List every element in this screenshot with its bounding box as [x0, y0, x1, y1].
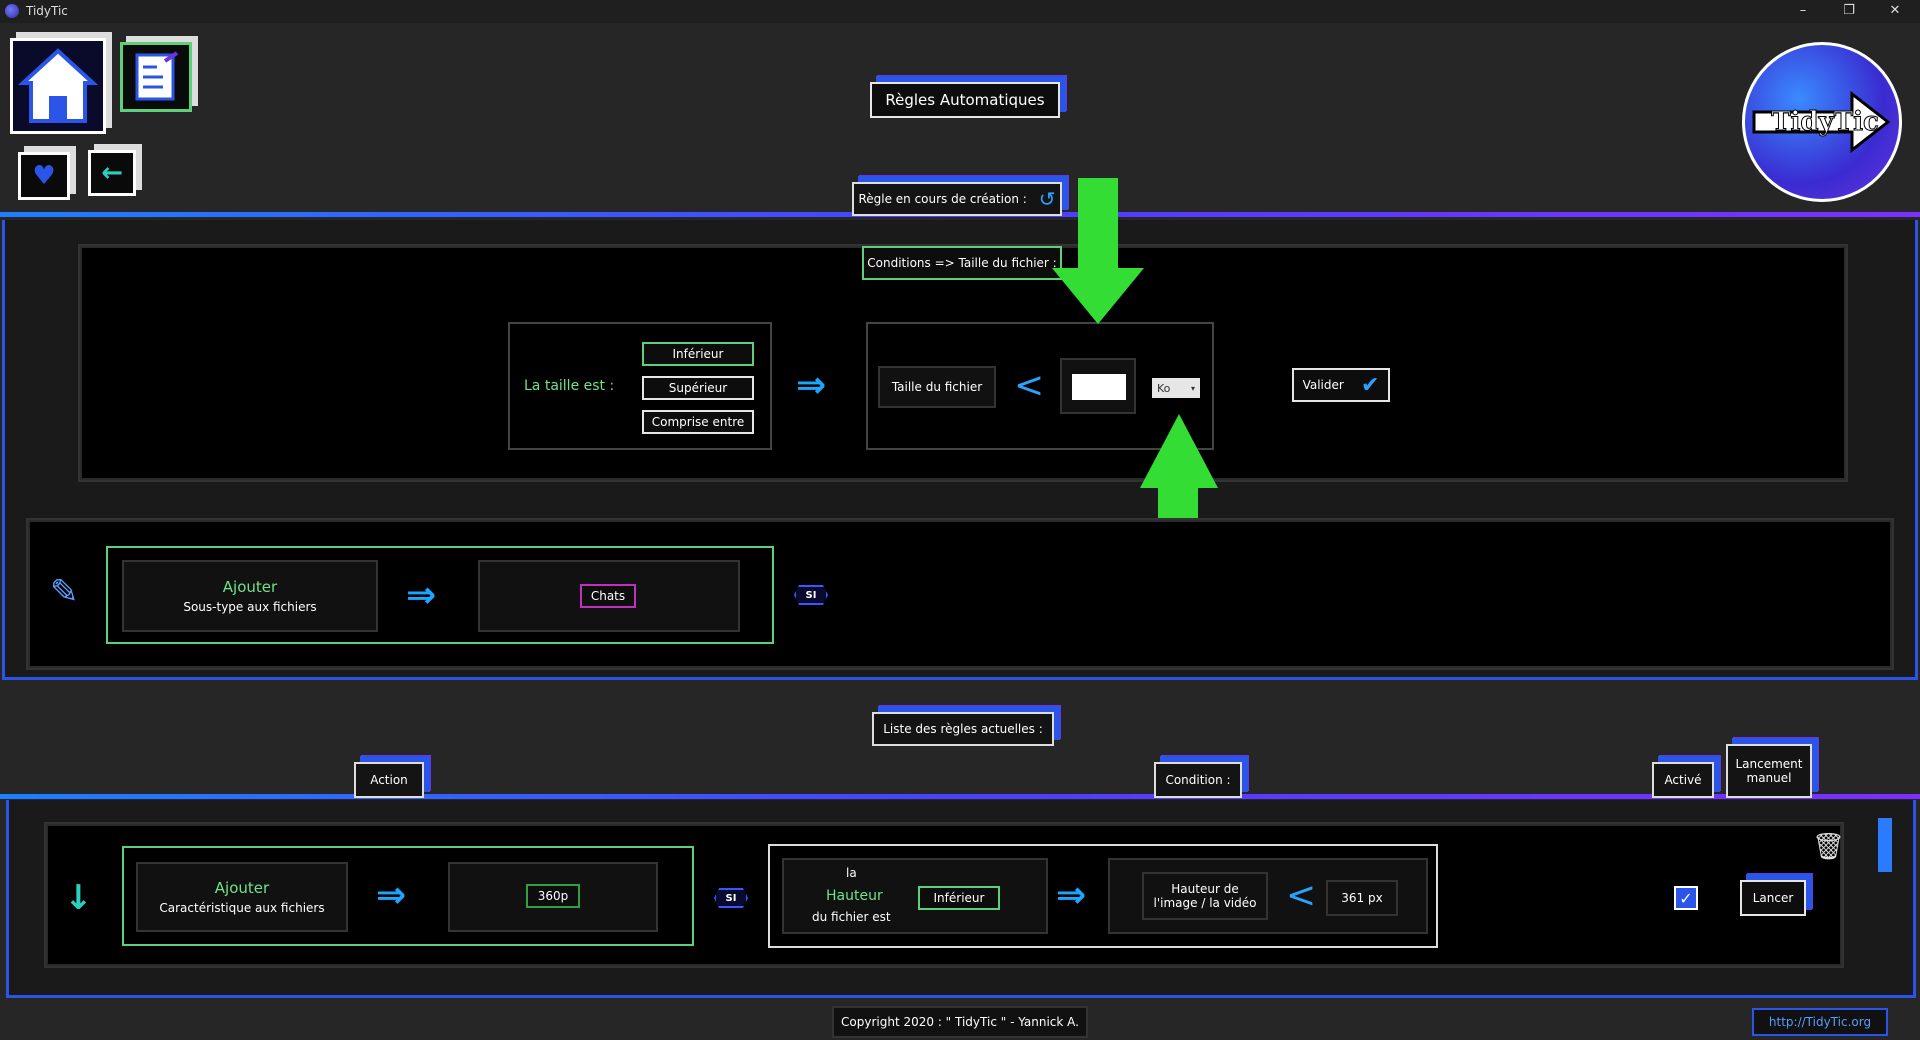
target-tag[interactable]: Chats — [580, 584, 636, 608]
creation-label-text: Règle en cours de création : — [858, 192, 1027, 206]
active-checkbox[interactable]: ✓ — [1674, 886, 1698, 910]
si-badge: SI — [794, 585, 828, 605]
active-column-header: Activé — [1652, 762, 1714, 798]
rule-value: 361 px — [1326, 880, 1398, 916]
action-verb: Ajouter — [222, 578, 278, 596]
option-superior-button[interactable]: Supérieur — [642, 376, 754, 400]
rules-editor-button[interactable] — [120, 42, 192, 112]
chevron-down-icon: ▾ — [1190, 383, 1195, 393]
copyright-text: Copyright 2020 : " TidyTic " - Yannick A… — [832, 1006, 1088, 1038]
back-button[interactable]: ← — [88, 150, 136, 196]
rule-arrow-icon: ⇒ — [376, 875, 407, 916]
manual-header-line2: manuel — [1746, 771, 1792, 785]
condition-column-header: Condition : — [1154, 762, 1242, 798]
list-divider — [0, 794, 1920, 799]
arrow-down-icon[interactable]: ↓ — [64, 878, 93, 918]
trash-icon[interactable]: 🗑 — [1812, 832, 1846, 862]
minimize-button[interactable]: – — [1799, 3, 1807, 18]
creation-section-label: Règle en cours de création : ↺ — [852, 182, 1062, 216]
file-size-label: Taille du fichier — [878, 366, 996, 408]
manual-launch-column-header: Lancement manuel — [1726, 744, 1812, 798]
rule-action-verb: Ajouter — [214, 879, 270, 897]
rule-condition-desc — [782, 858, 1048, 934]
title-bar: TidyTic – ❐ ✕ — [0, 0, 1920, 23]
rule-si-badge: SI — [714, 888, 748, 908]
validate-button[interactable]: Valider ✔ — [1292, 368, 1390, 402]
rule-action-verb-box: Ajouter Caractéristique aux fichiers — [136, 862, 348, 932]
check-icon: ✔ — [1360, 372, 1380, 398]
logo-text: TidyTic — [1771, 107, 1880, 138]
less-than-icon: < — [1014, 365, 1045, 406]
measure-line1: Hauteur de — [1171, 882, 1239, 896]
rule-target-tag: 360p — [526, 884, 580, 908]
option-inferior-button[interactable]: Inférieur — [642, 342, 754, 366]
manual-header-line1: Lancement — [1735, 757, 1803, 771]
size-value-container — [1060, 358, 1136, 414]
action-type: Sous-type aux fichiers — [183, 600, 317, 614]
rule-action-type: Caractéristique aux fichiers — [159, 901, 325, 915]
arrow-left-icon: ← — [101, 158, 123, 188]
cond-suffix-text: du fichier est — [812, 910, 891, 924]
home-icon — [17, 48, 99, 123]
document-edit-icon — [135, 51, 179, 101]
favorites-button[interactable]: ♥ — [18, 152, 70, 200]
page-title: Règles Automatiques — [870, 82, 1060, 118]
rules-list-title: Liste des règles actuelles : — [872, 712, 1054, 746]
restore-button[interactable]: ❐ — [1843, 3, 1855, 18]
home-button[interactable] — [10, 38, 106, 134]
action-verb-box: Ajouter Sous-type aux fichiers — [122, 560, 378, 632]
cond-operator-tag: Inférieur — [918, 886, 1000, 910]
tidytic-logo: TidyTic — [1742, 42, 1902, 202]
right-arrow-icon: ⇒ — [796, 365, 827, 406]
cond-arrow-icon: ⇒ — [1056, 875, 1087, 916]
validate-label: Valider — [1302, 378, 1344, 392]
unit-select[interactable]: Ko ▾ — [1152, 378, 1200, 398]
option-between-button[interactable]: Comprise entre — [642, 410, 754, 434]
action-column-header: Action — [354, 762, 424, 798]
logo-arrow-icon — [1752, 90, 1891, 154]
measure-label: Hauteur de l'image / la vidéo — [1142, 872, 1268, 920]
pencil-icon[interactable]: ✎ — [50, 572, 79, 612]
heart-icon: ♥ — [32, 161, 56, 191]
annotation-arrow-down-icon — [1052, 178, 1144, 324]
rule-less-than-icon: < — [1286, 875, 1317, 916]
website-link[interactable]: http://TidyTic.org — [1752, 1008, 1888, 1036]
cond-la-text: la — [846, 866, 857, 880]
size-is-label: La taille est : — [524, 378, 615, 394]
conditions-label: Conditions => Taille du fichier : — [862, 246, 1062, 280]
launch-button[interactable]: Lancer — [1740, 880, 1806, 916]
unit-value: Ko — [1157, 381, 1171, 395]
measure-line2: l'image / la vidéo — [1153, 896, 1257, 910]
close-button[interactable]: ✕ — [1889, 3, 1901, 18]
undo-icon[interactable]: ↺ — [1038, 187, 1056, 211]
list-scrollbar[interactable] — [1878, 818, 1892, 872]
app-title: TidyTic — [26, 4, 68, 18]
app-icon — [5, 4, 19, 18]
size-value-input[interactable] — [1072, 374, 1126, 400]
action-arrow-icon: ⇒ — [406, 575, 437, 616]
cond-attr-text: Hauteur — [826, 888, 883, 904]
